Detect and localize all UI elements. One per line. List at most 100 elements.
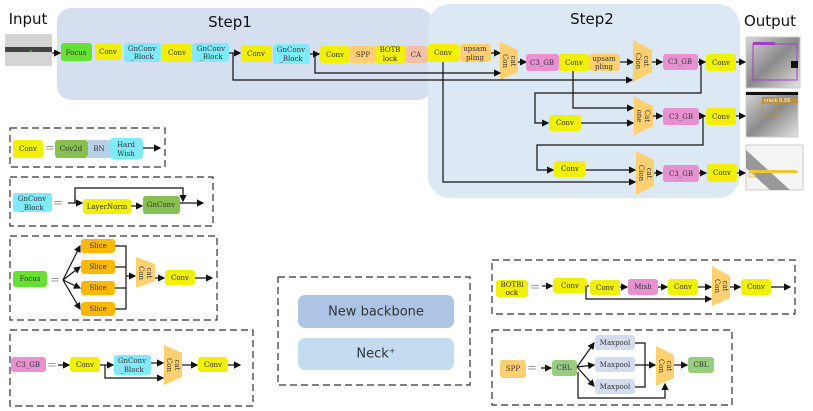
step1-conv: Conv — [95, 43, 121, 60]
output-image-1 — [745, 36, 801, 89]
svg-text:Slice: Slice — [89, 263, 106, 271]
svg-text:Maxpool: Maxpool — [600, 339, 631, 347]
step1-conv: Conv — [241, 45, 272, 62]
svg-text:Conv: Conv — [674, 283, 692, 291]
svg-text:GnConv_Block: GnConv_Block — [277, 46, 305, 63]
input-image — [5, 34, 52, 66]
svg-text:=: = — [45, 141, 55, 155]
step2-conv: Conv — [559, 54, 589, 71]
step2-concat: Cioncat — [636, 151, 654, 195]
step2-title: Step2 — [570, 10, 614, 28]
svg-text:Slice: Slice — [89, 284, 106, 292]
step2-c3-gb: C3_GB — [663, 54, 698, 70]
svg-text:C3_GB: C3_GB — [669, 113, 693, 121]
svg-text:Conv: Conv — [99, 48, 117, 56]
step2-conv: Conv — [706, 108, 736, 125]
step2-conv: Conv — [707, 164, 737, 182]
step1-conv: Conv — [162, 44, 192, 62]
svg-text:oneCat: oneCat — [635, 110, 651, 123]
step1-gnconv-block: GnConv_Block — [273, 44, 310, 64]
svg-text:C3_GB: C3_GB — [16, 361, 40, 369]
svg-text:Concat: Concat — [165, 358, 181, 373]
svg-text:GnConv: GnConv — [147, 201, 175, 209]
svg-text:=: = — [50, 273, 60, 287]
step1-focus: Focus — [61, 43, 92, 61]
step2-conv: Conv — [428, 44, 459, 62]
svg-text:GnConv_Block: GnConv_Block — [197, 45, 225, 61]
svg-text:Slice: Slice — [89, 305, 106, 313]
svg-text:Conv: Conv — [171, 274, 189, 282]
svg-text:CBL: CBL — [556, 364, 572, 372]
svg-text:Conv: Conv — [326, 51, 344, 59]
svg-text:Conv: Conv — [712, 113, 730, 121]
svg-text:=: = — [47, 358, 57, 372]
svg-text:Maxpool: Maxpool — [600, 383, 631, 391]
svg-text:SPP: SPP — [506, 365, 521, 373]
svg-text:CBL: CBL — [693, 361, 709, 369]
step1-conv: Conv — [320, 46, 350, 63]
step2-concat: Concat — [500, 42, 518, 80]
detection-label: crack 0.59 — [764, 98, 790, 104]
svg-text:GnConv_Block: GnConv_Block — [118, 357, 146, 374]
svg-text:Mish: Mish — [634, 283, 652, 291]
step2-c3-gb: C3_GB — [663, 108, 699, 125]
step2-c3-gb: C3_GB — [663, 165, 699, 182]
color-key: New backbone Neck⁺ — [277, 276, 471, 386]
svg-text:Conv: Conv — [561, 282, 579, 290]
svg-text:Conv: Conv — [713, 169, 731, 177]
svg-text:Focus: Focus — [20, 275, 41, 283]
step2-conv: Conv — [549, 115, 581, 131]
svg-text:Conv: Conv — [712, 59, 730, 67]
svg-text:Cioncat: Cioncat — [634, 53, 650, 70]
svg-text:Conv: Conv — [747, 283, 765, 291]
step1-ca: CA — [405, 46, 428, 63]
legend-spp: SPP = CBL Maxpool Maxpool Maxpool Concat… — [491, 329, 733, 406]
step1-gnconv-block: GnConv_Block — [124, 43, 161, 62]
svg-text:GnConv_Block: GnConv_Block — [128, 45, 156, 61]
legend-focus: Focus = Slice Slice Slice Slice Concat C… — [9, 235, 218, 321]
output-title: Output — [744, 12, 796, 30]
svg-text:Conv: Conv — [561, 165, 579, 173]
legend-gnconv-block: GnConv_Block = LayerNorm GnConv — [9, 176, 214, 227]
svg-text:=: = — [530, 280, 540, 294]
legend-c3-gb: C3_GB = Conv GnConv_Block Concat Conv — [9, 329, 254, 407]
svg-text:Conv: Conv — [596, 284, 614, 292]
svg-text:=: = — [53, 196, 63, 210]
svg-text:Conv: Conv — [168, 49, 186, 57]
neck-label: Neck⁺ — [356, 347, 395, 362]
svg-text:Conv: Conv — [247, 50, 265, 58]
svg-text:Focus: Focus — [66, 49, 87, 57]
svg-text:C3_GB: C3_GB — [668, 58, 692, 66]
neck-swatch — [298, 338, 454, 370]
step1-title: Step1 — [208, 13, 252, 31]
svg-text:Conv: Conv — [19, 145, 37, 153]
new-backbone-swatch — [298, 295, 454, 328]
svg-text:C3_GB: C3_GB — [530, 59, 554, 67]
svg-text:Cov2d: Cov2d — [60, 145, 83, 153]
step2-concat: Cioncat — [633, 40, 652, 82]
new-backbone-label: New backbone — [328, 305, 424, 320]
svg-text:LayerNorm: LayerNorm — [87, 203, 128, 211]
svg-text:Conv: Conv — [565, 59, 583, 67]
svg-text:Conv: Conv — [204, 361, 222, 369]
svg-text:Conv: Conv — [556, 119, 574, 127]
svg-text:Maxpool: Maxpool — [600, 361, 631, 369]
svg-text:Slice: Slice — [89, 242, 106, 250]
svg-text:C3_GB: C3_GB — [669, 170, 693, 178]
svg-text:BN: BN — [93, 145, 104, 153]
step2-conv: Conv — [554, 161, 586, 177]
svg-text:Cioncat: Cioncat — [637, 165, 653, 182]
output-image-2: crack 0.59 — [745, 91, 799, 138]
step2-c3-gb: C3_GB — [526, 54, 559, 71]
